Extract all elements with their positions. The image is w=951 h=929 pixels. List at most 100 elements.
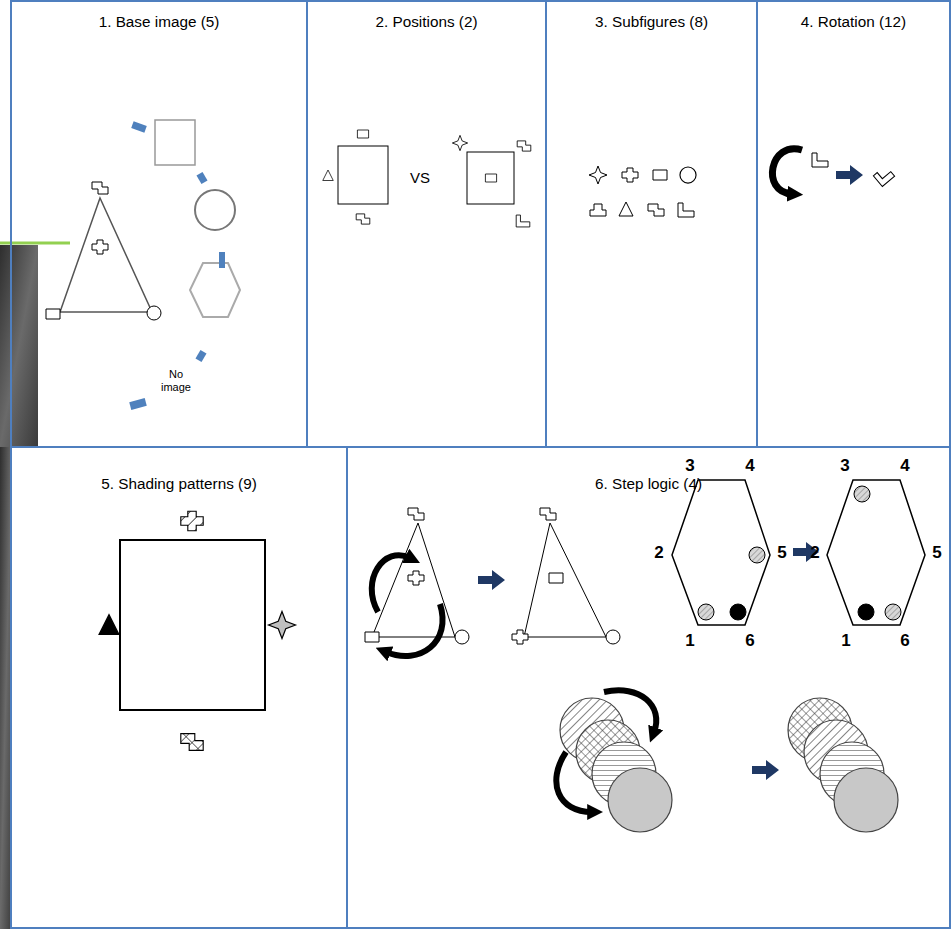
bump-shape xyxy=(590,204,606,216)
subfigures-figure xyxy=(589,166,696,217)
rect-shape xyxy=(485,174,496,182)
base-image-figure xyxy=(46,120,240,320)
panel-title: 3. Subfigures (8) xyxy=(547,12,756,32)
l-shape xyxy=(516,215,530,227)
hatched-dot xyxy=(698,604,714,620)
panel-title: 1. Base image (5) xyxy=(12,12,306,32)
vertex-number: 3 xyxy=(685,456,694,476)
comparison-label: VS xyxy=(410,169,430,186)
black-triangle xyxy=(99,615,119,635)
vertex-number: 5 xyxy=(777,543,786,563)
crosshatch-step xyxy=(181,734,203,751)
step-shape xyxy=(356,214,370,224)
square-outline xyxy=(467,152,514,204)
rect-shape xyxy=(549,573,563,583)
square-outline xyxy=(120,540,265,710)
connector-dashes xyxy=(129,121,225,410)
vertex-number: 2 xyxy=(810,543,819,563)
background-photo xyxy=(0,245,38,447)
panel: 2. Positions (2) xyxy=(306,0,547,448)
rect-shape xyxy=(46,309,60,319)
panel: 3. Subfigures (8) xyxy=(545,0,758,448)
dash xyxy=(196,172,207,184)
block-arrow xyxy=(793,542,819,562)
triangle xyxy=(524,523,606,637)
circle-shape xyxy=(606,630,620,644)
dash xyxy=(129,398,147,410)
step-triangle-before xyxy=(365,508,469,644)
panel: 1. Base image (5) xyxy=(10,0,308,448)
step-triangle-after xyxy=(512,508,620,644)
rotation-arrow xyxy=(604,690,656,732)
rotation-arrow xyxy=(372,555,410,612)
no-image-note: No image xyxy=(157,368,195,393)
rotated-l-shape xyxy=(873,165,894,186)
grey-disc xyxy=(834,768,898,832)
circle-stack-after xyxy=(788,698,898,832)
rect-shape xyxy=(365,632,379,642)
vertex-number: 6 xyxy=(745,631,754,651)
hatched-cross xyxy=(181,511,203,531)
dash xyxy=(131,121,147,132)
circle-outline xyxy=(195,190,235,230)
step-shape xyxy=(408,508,424,520)
hexagon xyxy=(827,480,925,625)
step-shape xyxy=(517,141,531,151)
vertex-number: 1 xyxy=(841,631,850,651)
hexagon-outline xyxy=(190,263,240,317)
dash xyxy=(195,350,206,362)
panel: 5. Shading patterns (9) xyxy=(10,446,348,929)
vertex-number: 5 xyxy=(932,543,941,563)
hatched-dot xyxy=(854,486,870,502)
cross-shape xyxy=(512,630,528,644)
circle-shape xyxy=(455,630,469,644)
black-dot xyxy=(858,604,874,620)
triangle xyxy=(60,198,152,312)
step-shape xyxy=(92,182,108,194)
shading-figure xyxy=(99,511,295,750)
panel: 4. Rotation (12) xyxy=(756,0,951,448)
rect-shape xyxy=(357,130,368,138)
vertex-number: 4 xyxy=(745,456,754,476)
panel-title: 2. Positions (2) xyxy=(308,12,545,32)
hexagon xyxy=(672,480,770,625)
step-shape xyxy=(540,508,556,520)
positions-figure xyxy=(323,130,531,227)
triangle-shape xyxy=(619,202,633,216)
rotation-figure xyxy=(772,149,894,194)
rect-shape xyxy=(653,170,667,180)
vertex-number: 1 xyxy=(685,631,694,651)
panel-title: 4. Rotation (12) xyxy=(758,12,949,32)
star-shape xyxy=(452,135,467,150)
cross-shape xyxy=(622,168,638,182)
panel-title: 6. Step logic (4) xyxy=(348,474,949,494)
panel-title: 5. Shading patterns (9) xyxy=(12,474,346,494)
vertex-number: 3 xyxy=(840,456,849,476)
square-outline xyxy=(338,146,388,204)
hatched-dot xyxy=(749,547,765,563)
dash xyxy=(219,252,225,268)
cross-shape xyxy=(92,240,108,254)
triangle-shape xyxy=(323,170,334,181)
l-shape xyxy=(678,203,694,217)
hexagon-before xyxy=(672,480,770,625)
rotation-arrow xyxy=(386,604,443,656)
block-arrow xyxy=(478,570,505,590)
rotation-arrow xyxy=(772,149,802,194)
hexagon-after xyxy=(827,480,925,625)
cross-shape xyxy=(408,571,424,585)
circle-shape xyxy=(680,167,696,183)
square-outline xyxy=(155,120,195,165)
grey-disc xyxy=(608,768,672,832)
l-shape xyxy=(812,153,828,167)
black-dot xyxy=(730,604,746,620)
block-arrow xyxy=(836,165,863,185)
panel: 6. Step logic (4) xyxy=(346,446,951,929)
step-shape xyxy=(648,204,664,216)
vertex-number: 6 xyxy=(900,631,909,651)
